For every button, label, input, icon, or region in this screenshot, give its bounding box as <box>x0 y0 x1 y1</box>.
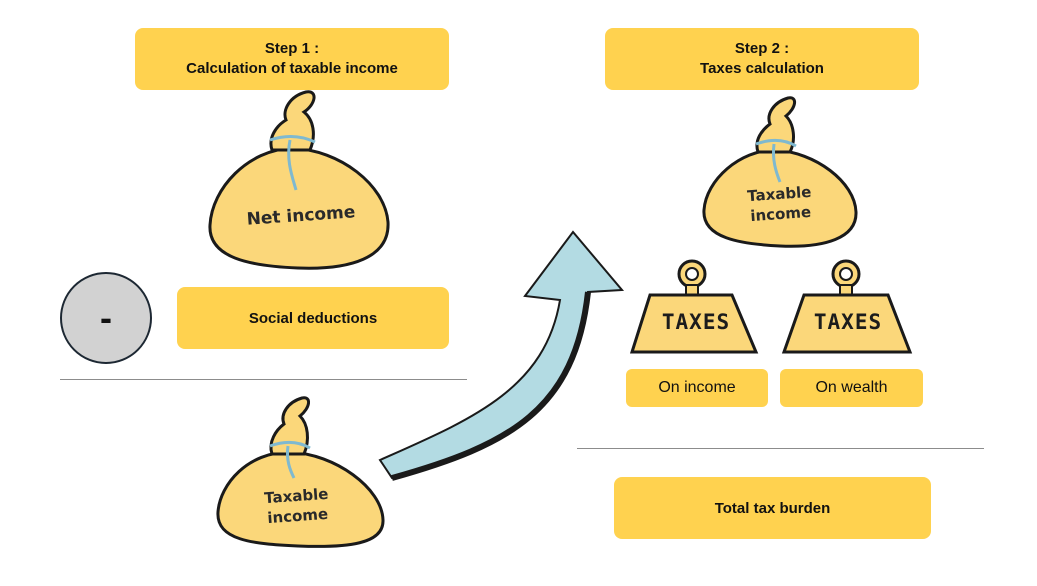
step1-header: Step 1 : Calculation of taxable income <box>135 28 449 90</box>
money-bag-icon <box>702 96 858 248</box>
total-tax-burden-box: Total tax burden <box>614 477 931 539</box>
step2-header: Step 2 : Taxes calculation <box>605 28 919 90</box>
on-income-label: On income <box>658 379 736 396</box>
step1-line1: Step 1 : <box>264 40 320 57</box>
total-tax-burden-label: Total tax burden <box>714 499 831 517</box>
step2-line2: Taxes calculation <box>700 60 824 77</box>
divider-left <box>60 379 467 380</box>
weight-right-label: TAXES <box>813 310 883 334</box>
social-deductions-label: Social deductions <box>248 309 378 327</box>
money-bag-icon <box>216 396 385 548</box>
on-wealth-label: On wealth <box>815 379 888 396</box>
minus-circle: - <box>60 272 152 364</box>
step1-line2: Calculation of taxable income <box>186 60 398 77</box>
on-wealth-box: On wealth <box>780 369 923 407</box>
step2-line1: Step 2 : <box>734 40 790 57</box>
weight-left-label: TAXES <box>661 310 731 334</box>
divider-right <box>577 448 984 449</box>
bag-taxable-income-bottom-label: Taxable income <box>251 483 344 529</box>
minus-symbol: - <box>100 297 112 338</box>
money-bag-icon <box>208 90 390 270</box>
curved-arrow-icon <box>378 230 625 481</box>
on-income-box: On income <box>626 369 768 407</box>
weight-icon <box>781 259 913 354</box>
weight-icon <box>629 259 759 354</box>
social-deductions-box: Social deductions <box>177 287 449 349</box>
bag-taxable-income-top-label: Taxable income <box>734 181 827 227</box>
